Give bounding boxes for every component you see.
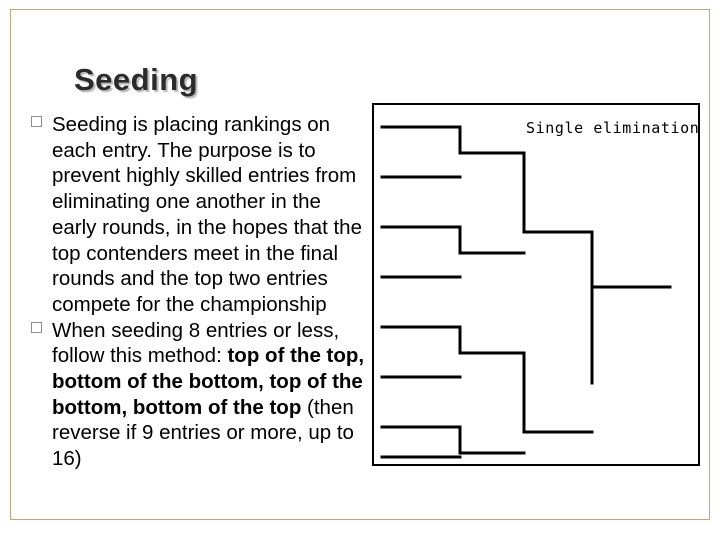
bullet-2-text-part2: (then reverse if 9 entries or more, up t… [52,395,354,471]
slide-body: Seeding is placing rankings on each entr… [30,112,370,472]
bullet-2-text-emphasis: top of the top, bottom of the bottom, to… [52,344,365,419]
bullet-item-1: Seeding is placing rankings on each entr… [30,112,370,318]
bullet-item-2: When seeding 8 entries or less, follow t… [30,318,370,472]
slide-border-right [709,9,710,519]
slide-title: Seeding [74,62,199,97]
square-bullet-icon [31,116,42,127]
slide-border-bottom [10,519,710,520]
bracket-diagram-label: Single elimination [526,119,700,137]
bullet-2-text-part1: When seeding 8 entries or less, follow t… [52,318,340,368]
bracket-lines [380,125,672,459]
square-bullet-icon [31,321,42,333]
slide-border-left [10,9,11,519]
bracket-diagram: Single elimination [372,103,700,466]
bullet-1-text: Seeding is placing rankings on each entr… [52,113,362,316]
slide-border-top [10,9,710,10]
